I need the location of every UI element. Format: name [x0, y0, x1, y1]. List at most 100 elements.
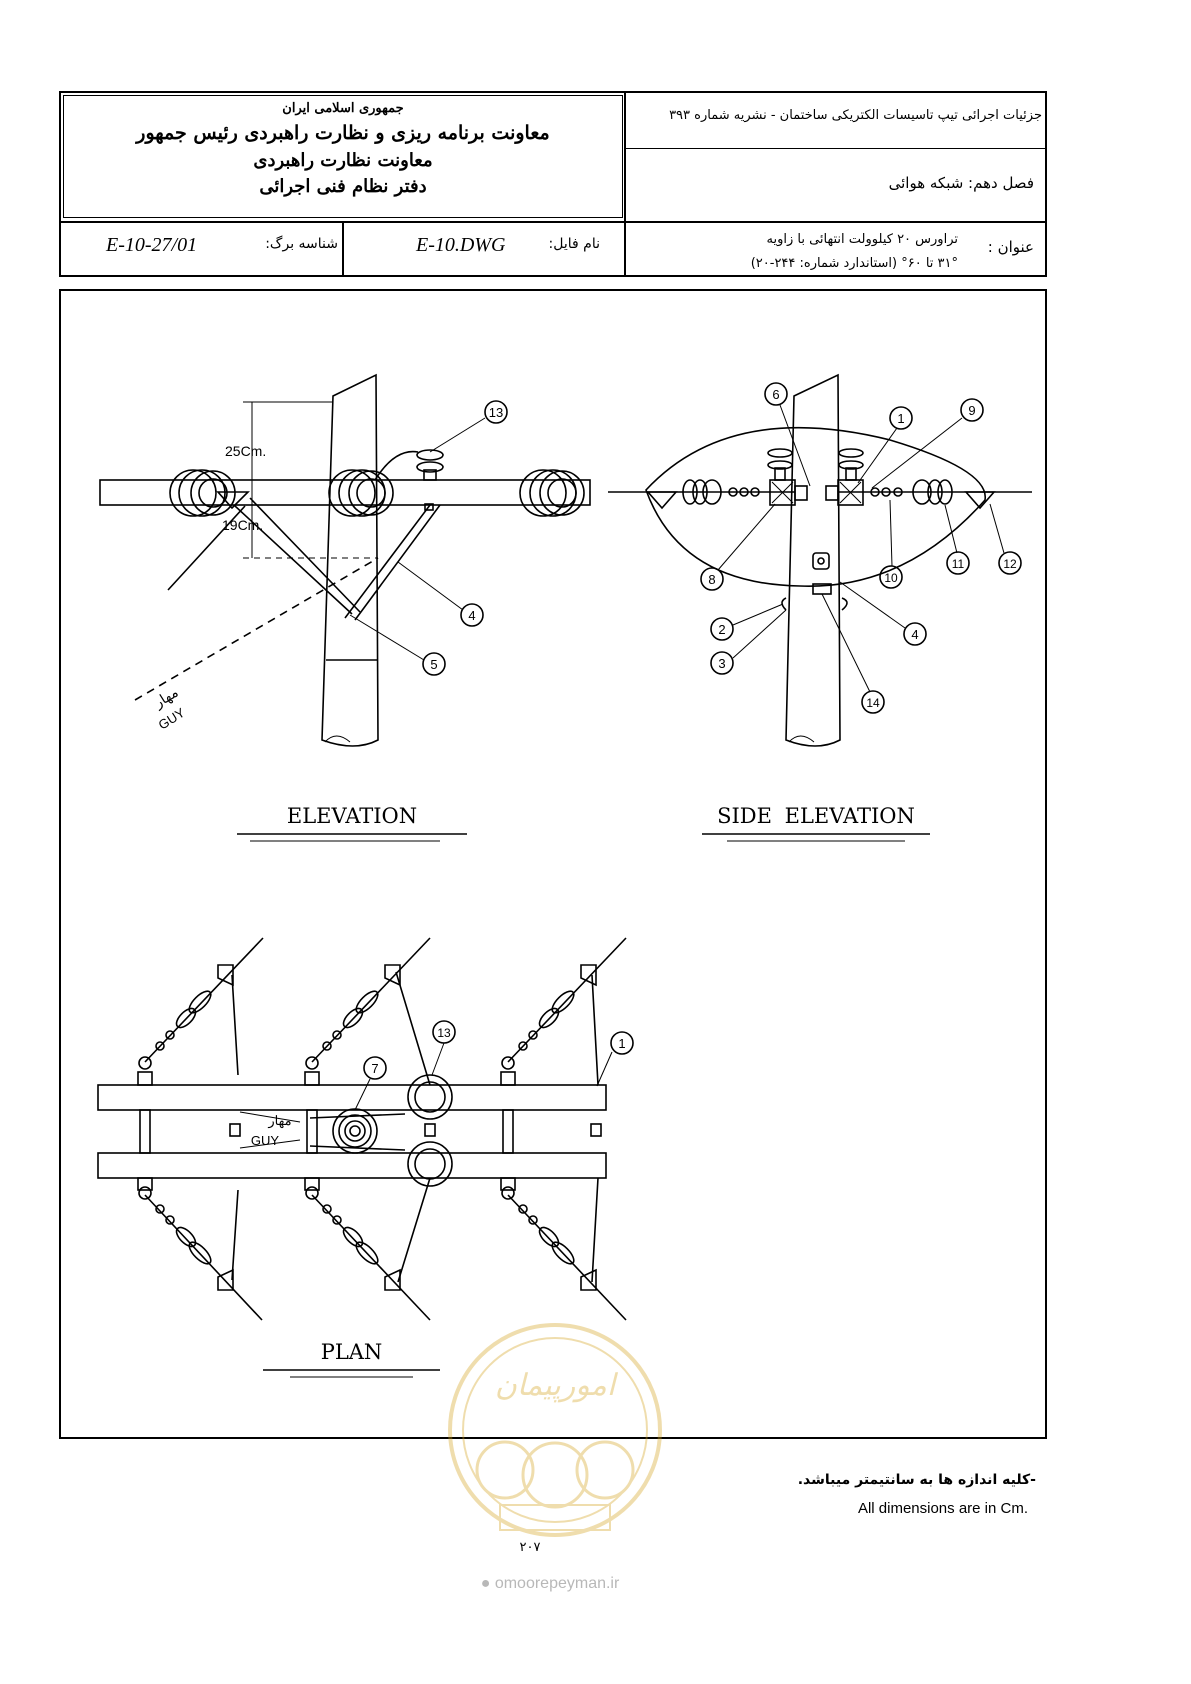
org-line-3: معاونت نظارت راهبردی — [253, 150, 433, 171]
note-fa: -کلیه اندازه ها به سانتیمتر میباشد. — [797, 1472, 1036, 1488]
callout-1-plan-label: 1 — [618, 1036, 625, 1051]
insulator-string-plan-1 — [137, 964, 234, 1291]
jumper-plan-2 — [395, 971, 431, 1283]
pin-insulator-side-right — [838, 448, 864, 481]
bolt-square-1 — [812, 552, 830, 570]
callout-13-plan-label: 13 — [437, 1026, 451, 1040]
plan-title: PLAN — [320, 1340, 383, 1364]
callout-12-side — [998, 551, 1022, 575]
callout-1-side-label: 1 — [897, 411, 904, 426]
dead-end-right — [964, 491, 996, 510]
callout-12-side-label: 12 — [1003, 557, 1017, 571]
callout-7-plan — [363, 1056, 387, 1080]
insulator-string-plan-3 — [500, 964, 597, 1291]
title-divider-right — [624, 148, 1047, 149]
callout-5-elev-label: 5 — [430, 657, 437, 672]
callout-10-side-label: 10 — [884, 571, 898, 585]
pin-insulator-plan-bottom — [407, 1141, 453, 1187]
crossarm-elevation — [99, 479, 591, 506]
pole-side-hatch — [788, 735, 815, 743]
callout-2-side-label: 2 — [718, 622, 725, 637]
title-label: عنوان : — [987, 238, 1034, 256]
callout-13-elev-label: 13 — [489, 405, 503, 420]
bracket-triangle-left — [216, 491, 250, 510]
callout-6-side-label: 6 — [772, 387, 779, 402]
insulator-string-plan-2 — [304, 964, 401, 1291]
callout-9-side-label: 9 — [968, 403, 975, 418]
jumper-plan-3 — [591, 974, 599, 1283]
bolt-top — [424, 503, 434, 511]
callout-14-side-label: 14 — [866, 696, 880, 710]
callout-13-elev — [484, 400, 508, 424]
callout-7-plan-label: 7 — [371, 1061, 378, 1076]
side-elevation-view: 6 1 9 8 10 11 12 2 3 4 14 — [608, 373, 1032, 747]
pin-insulator-plan-top — [407, 1074, 453, 1120]
title-divider-v1 — [624, 91, 626, 277]
callout-1-side — [889, 406, 913, 430]
watermark-globe-icon: ● — [480, 1575, 491, 1592]
conductor-plan-1a — [144, 937, 264, 1063]
callout-6-side — [764, 382, 788, 406]
bolt-plan-3 — [590, 1123, 602, 1137]
callout-11-side-label: 11 — [952, 557, 965, 571]
conductor-plan-3a — [507, 937, 627, 1063]
dim-19-label: 19Cm. — [222, 517, 263, 533]
callout-4-elev-label: 4 — [468, 608, 475, 623]
insulator-disc-right — [519, 469, 585, 517]
conductor-plan-1b — [144, 1194, 263, 1321]
bolt-plan-1 — [229, 1123, 241, 1137]
strap-bolts — [781, 597, 848, 611]
pole-section-hatch — [324, 735, 351, 743]
pin-insulator-side-left — [767, 448, 793, 481]
insulator-chain-left — [682, 479, 760, 505]
guy-plan-lines — [239, 1111, 301, 1149]
elevation-view: 25Cm. 19Cm. مهار GUY 13 4 5 — [99, 373, 591, 747]
insulator-disc-left — [169, 469, 236, 517]
crossarm-end-right — [825, 485, 839, 501]
title-line-2: ۳۱° تا ۶۰° (استاندارد شماره: ۲۴۴-۲۰) — [750, 256, 958, 271]
title-divider-h — [59, 221, 1047, 223]
callout-3-side — [710, 651, 734, 675]
page-number: ۲۰۷ — [519, 1540, 541, 1555]
pin-insulator-13 — [374, 449, 444, 481]
insulator-disc-center — [328, 469, 394, 517]
watermark-text: امورپیمان — [495, 1368, 619, 1403]
insulator-chain-right — [870, 479, 953, 505]
side-elevation-title: SIDE ELEVATION — [717, 804, 915, 828]
jumper-plan-1 — [231, 974, 239, 1281]
sheet-id-label: شناسه برگ: — [265, 236, 338, 252]
note-en: All dimensions are in Cm. — [857, 1500, 1028, 1517]
dead-end-left — [646, 491, 678, 510]
callout-13-plan — [432, 1020, 456, 1044]
org-line-4: دفتر نظام فنی اجرائی — [259, 176, 427, 197]
file-name: E-10.DWG — [416, 234, 506, 256]
watermark-seal: امورپیمان — [448, 1323, 662, 1537]
pole-elevation — [321, 373, 379, 747]
crossarm-plan-top — [97, 1084, 607, 1111]
callout-10-side — [879, 565, 903, 589]
callout-2-side — [710, 617, 734, 641]
title-line-1: تراورس ۲۰ کیلوولت انتهائی با زاویه — [766, 232, 959, 247]
callout-5-elev — [422, 652, 446, 676]
guy-wire-line — [167, 505, 246, 591]
callout-14-side — [861, 690, 885, 714]
callout-11-side — [946, 551, 970, 575]
callout-4-side — [903, 622, 927, 646]
chapter-title: فصل دهم: شبکه هوائی — [888, 174, 1034, 192]
org-box — [63, 95, 623, 218]
org-line-1: جمهوری اسلامی ایران — [282, 101, 404, 116]
org-line-2: معاونت برنامه ریزی و نظارت راهبردی رئیس … — [136, 122, 550, 144]
sheet-id: E-10-27/01 — [106, 234, 198, 256]
watermark-site: ● omoorepeyman.ir — [440, 1575, 660, 1593]
guy-plan-fa: مهار — [267, 1113, 291, 1129]
crossarm-end-left — [794, 485, 808, 501]
callout-8-side — [700, 567, 724, 591]
brace-left — [234, 497, 361, 615]
title-divider-v2 — [342, 221, 344, 277]
elevation-title: ELEVATION — [286, 804, 418, 828]
callout-9-side — [960, 398, 984, 422]
crossarm-plan-bottom — [97, 1152, 607, 1179]
bolt-plan-2 — [424, 1123, 436, 1137]
callout-8-side-label: 8 — [708, 572, 715, 587]
